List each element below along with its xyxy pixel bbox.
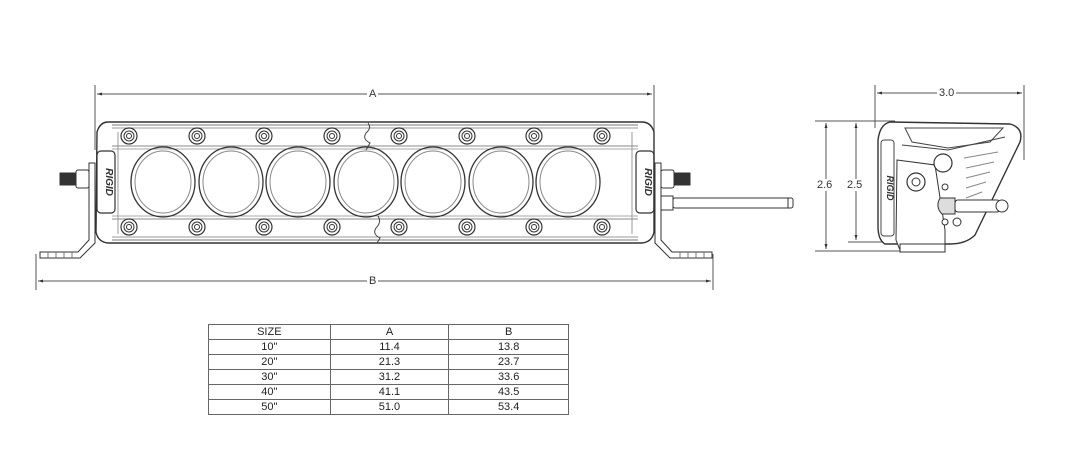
bolt	[525, 127, 543, 145]
bolt	[390, 127, 408, 145]
dimension-label-b: B	[367, 275, 379, 287]
light-bar-housing	[95, 121, 655, 244]
side-housing: RIGID	[877, 121, 1022, 253]
cell-size: 50"	[208, 399, 331, 415]
lens	[400, 146, 466, 218]
header-a: A	[329, 324, 450, 340]
stud-thread-left	[59, 172, 77, 186]
bolt	[255, 127, 273, 145]
stud-thread-right	[673, 172, 691, 186]
cell-size: 10"	[208, 339, 331, 355]
table-row: 30" 31.2 33.6	[208, 369, 569, 385]
bolt	[593, 218, 611, 236]
table-row: 20" 21.3 23.7	[208, 354, 569, 370]
lens	[198, 146, 264, 218]
table-header-row: SIZE A B	[208, 324, 569, 340]
svg-text:RIGID: RIGID	[103, 168, 114, 196]
cell-a: 31.2	[329, 369, 450, 385]
cell-b: 13.8	[448, 339, 569, 355]
lens-row	[130, 146, 601, 218]
cell-size: 20"	[208, 354, 331, 370]
bolt	[593, 127, 611, 145]
bolt	[458, 127, 476, 145]
svg-text:RIGID: RIGID	[885, 175, 895, 201]
bolt-row-bottom	[120, 218, 611, 236]
cell-a: 21.3	[329, 354, 450, 370]
header-b: B	[448, 324, 569, 340]
bolt	[120, 218, 138, 236]
right-mounting-bracket	[654, 162, 713, 259]
side-view: RIGID	[815, 85, 1025, 253]
bolt	[323, 218, 341, 236]
lens	[130, 146, 196, 218]
cell-b: 43.5	[448, 384, 569, 400]
bolt	[458, 218, 476, 236]
svg-text:RIGID: RIGID	[642, 168, 653, 196]
power-cable	[660, 195, 794, 211]
bolt	[525, 218, 543, 236]
dimension-label-height-housing: 2.5	[845, 179, 865, 191]
bolt	[188, 218, 206, 236]
dimension-label-a: A	[367, 88, 379, 100]
table-row: 40" 41.1 43.5	[208, 384, 569, 400]
bolt	[390, 218, 408, 236]
cell-size: 40"	[208, 384, 331, 400]
dimension-label-depth: 3.0	[937, 87, 957, 99]
dimension-label-height-total: 2.6	[815, 179, 835, 191]
cell-b: 33.6	[448, 369, 569, 385]
table-row: 10" 11.4 13.8	[208, 339, 569, 355]
lens	[535, 146, 601, 218]
lens	[468, 146, 534, 218]
cell-b: 53.4	[448, 399, 569, 415]
table-row: 50" 51.0 53.4	[208, 399, 569, 415]
left-mounting-bracket	[39, 162, 96, 259]
bolt	[323, 127, 341, 145]
bolt-row-top	[120, 127, 611, 145]
cell-a: 41.1	[329, 384, 450, 400]
rigid-logo-right: RIGID	[635, 150, 655, 214]
cell-size: 30"	[208, 369, 331, 385]
cell-b: 23.7	[448, 354, 569, 370]
lens	[333, 146, 399, 218]
cell-a: 51.0	[329, 399, 450, 415]
lens	[265, 146, 331, 218]
bolt	[188, 127, 206, 145]
rigid-logo-left: RIGID	[96, 150, 116, 214]
size-spec-table: SIZE A B 10" 11.4 13.8 20" 21.3 23.7 30"…	[208, 324, 569, 415]
front-view: RIGID RIGID	[35, 85, 794, 290]
bolt	[255, 218, 273, 236]
header-size: SIZE	[208, 324, 331, 340]
cell-a: 11.4	[329, 339, 450, 355]
bolt	[120, 127, 138, 145]
